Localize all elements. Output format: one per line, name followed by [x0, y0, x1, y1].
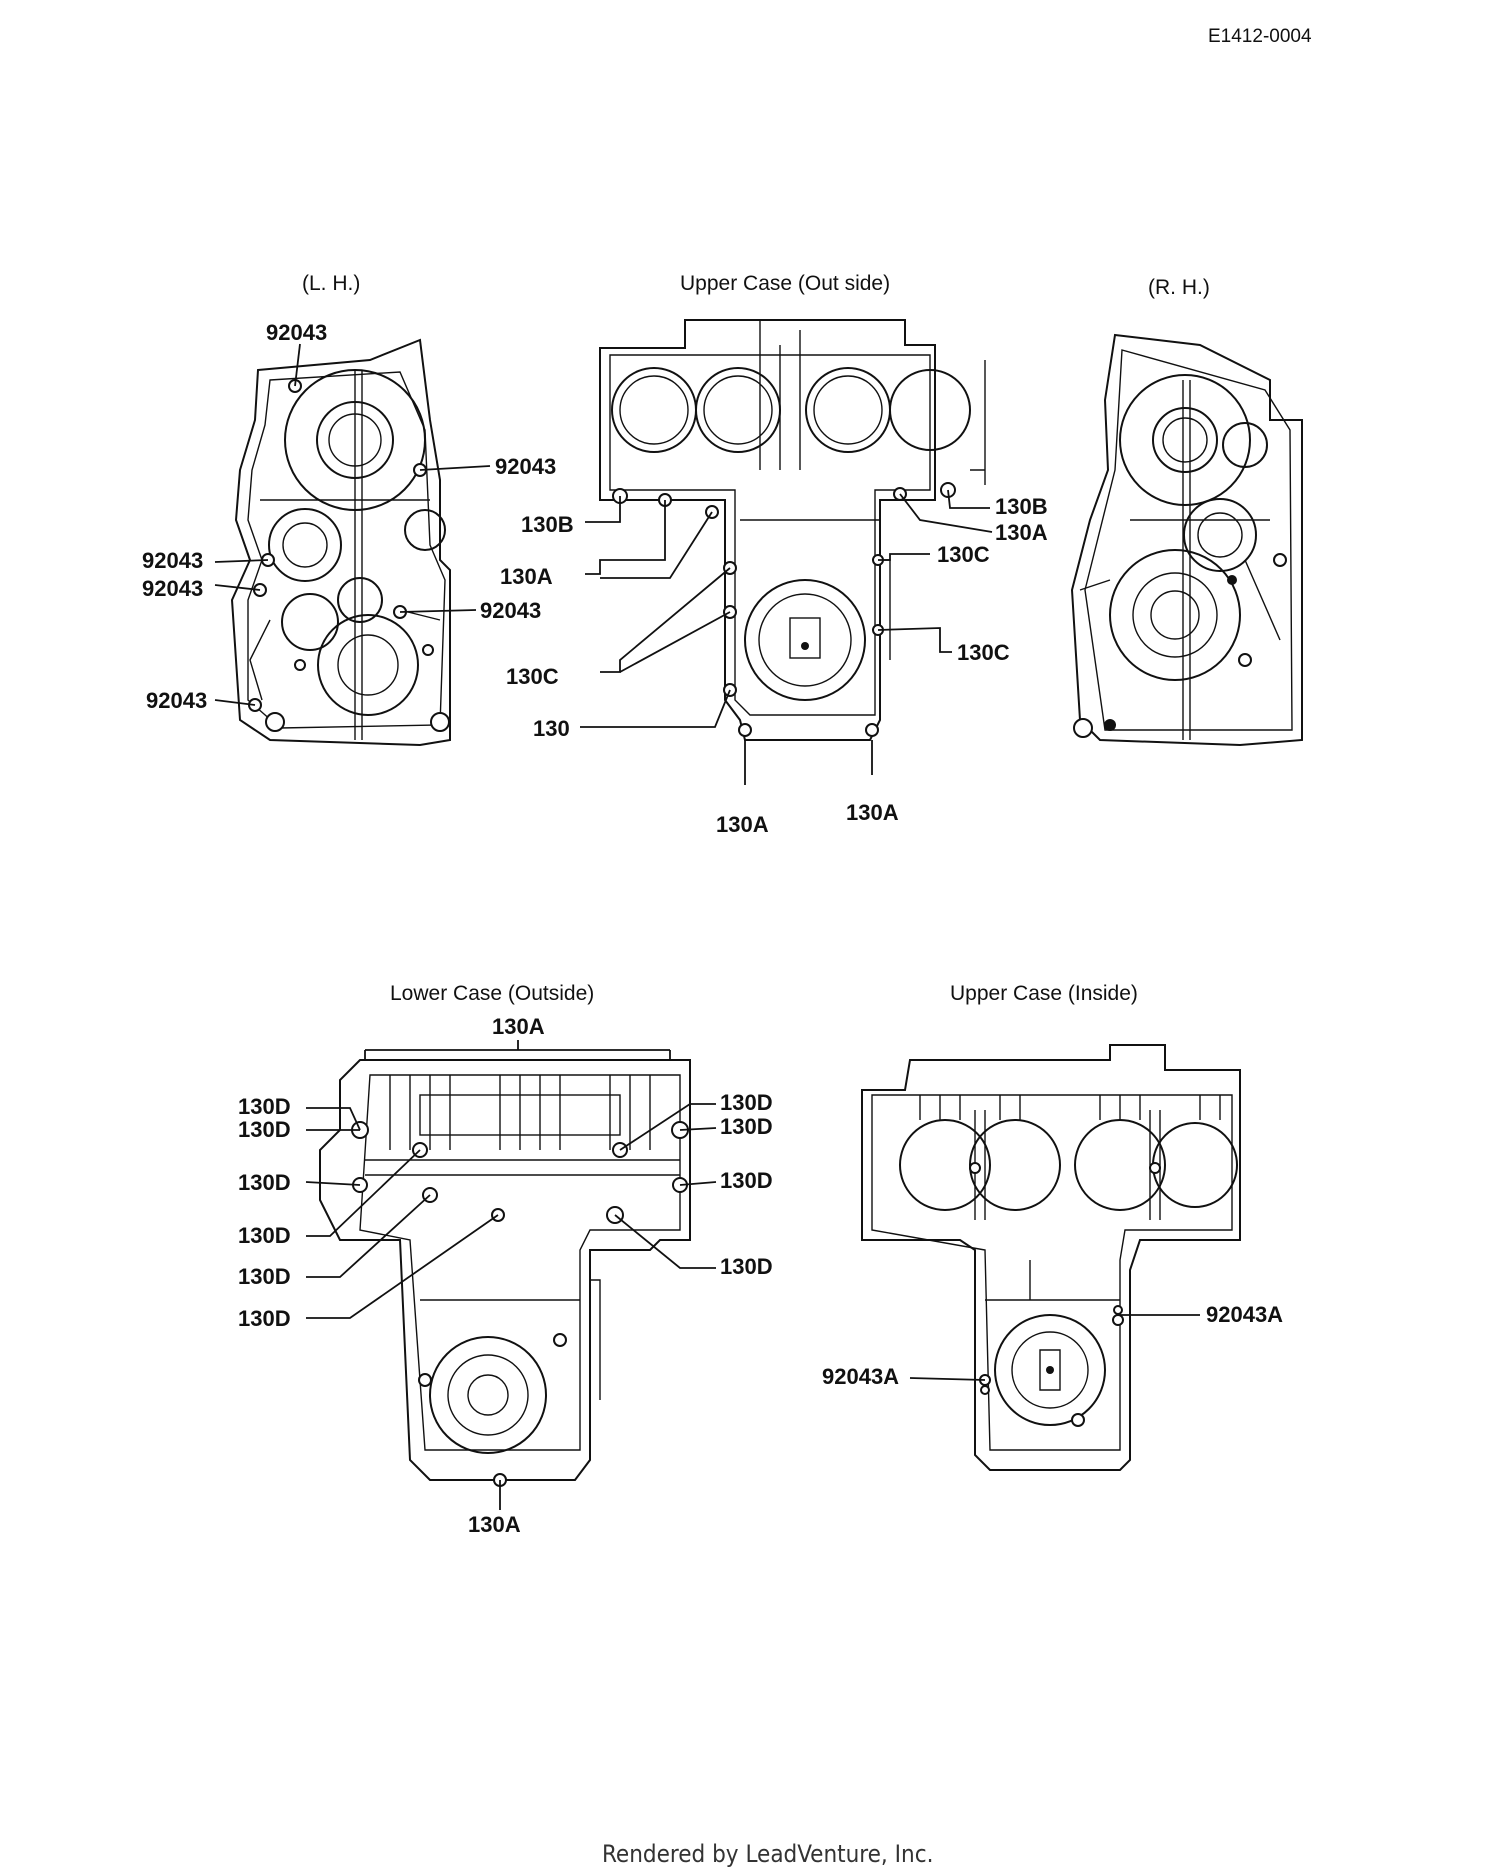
- lh-view: (L. H.): [142, 272, 556, 747]
- label-130c-right-1: 130C: [937, 542, 990, 567]
- upper-case-inside-view: Upper Case (Inside) 92043A: [822, 982, 1283, 1471]
- rh-title: (R. H.): [1148, 276, 1210, 299]
- label-92043-bottom: 92043: [146, 688, 207, 713]
- label-92043-left-1: 92043: [142, 548, 203, 573]
- upper-case-outside-view: Upper Case (Out side): [500, 272, 1048, 837]
- label-92043-right: 92043: [495, 454, 556, 479]
- label-130c-right-2: 130C: [957, 640, 1010, 665]
- upper-out-title: Upper Case (Out side): [680, 272, 890, 295]
- label-130a-left: 130A: [500, 564, 553, 589]
- lower-case-outside-view: Lower Case (Outside): [238, 982, 773, 1537]
- label-130d-right-3: 130D: [720, 1168, 773, 1193]
- label-92043-top: 92043: [266, 320, 327, 345]
- label-92043-left-2: 92043: [142, 576, 203, 601]
- rh-view: (R. H.): [1070, 276, 1303, 747]
- label-130a-top: 130A: [492, 1014, 545, 1039]
- label-92043a-right: 92043A: [1206, 1302, 1283, 1327]
- label-130a-bottom: 130A: [468, 1512, 521, 1537]
- label-92043a-left: 92043A: [822, 1364, 899, 1389]
- label-130d-left-3: 130D: [238, 1170, 291, 1195]
- upper-in-case-drawing: [861, 1044, 1241, 1471]
- rh-case-drawing: [1070, 333, 1303, 747]
- label-130b-left: 130B: [521, 512, 574, 537]
- label-130c-left: 130C: [506, 664, 559, 689]
- label-92043-mid: 92043: [480, 598, 541, 623]
- label-130a-bottom-2: 130A: [846, 800, 899, 825]
- label-130d-left-6: 130D: [238, 1306, 291, 1331]
- lh-title: (L. H.): [302, 272, 360, 295]
- label-130a-bottom-1: 130A: [716, 812, 769, 837]
- reference-code: E1412-0004: [1208, 26, 1312, 47]
- label-130d-right-1: 130D: [720, 1090, 773, 1115]
- label-130d-right-2: 130D: [720, 1114, 773, 1139]
- upper-in-title: Upper Case (Inside): [950, 982, 1138, 1005]
- label-130d-left-2: 130D: [238, 1117, 291, 1142]
- label-130-left: 130: [533, 716, 570, 741]
- label-130a-right: 130A: [995, 520, 1048, 545]
- label-130b-right: 130B: [995, 494, 1048, 519]
- label-130d-left-5: 130D: [238, 1264, 291, 1289]
- label-130d-left-1: 130D: [238, 1094, 291, 1119]
- lh-case-drawing: [230, 338, 451, 747]
- lower-out-case-drawing: [319, 1059, 691, 1487]
- upper-out-case-drawing: [599, 319, 986, 741]
- footer-credit: Rendered by LeadVenture, Inc.: [602, 1840, 933, 1868]
- lower-out-title: Lower Case (Outside): [390, 982, 594, 1005]
- label-130d-left-4: 130D: [238, 1223, 291, 1248]
- label-130d-right-4: 130D: [720, 1254, 773, 1279]
